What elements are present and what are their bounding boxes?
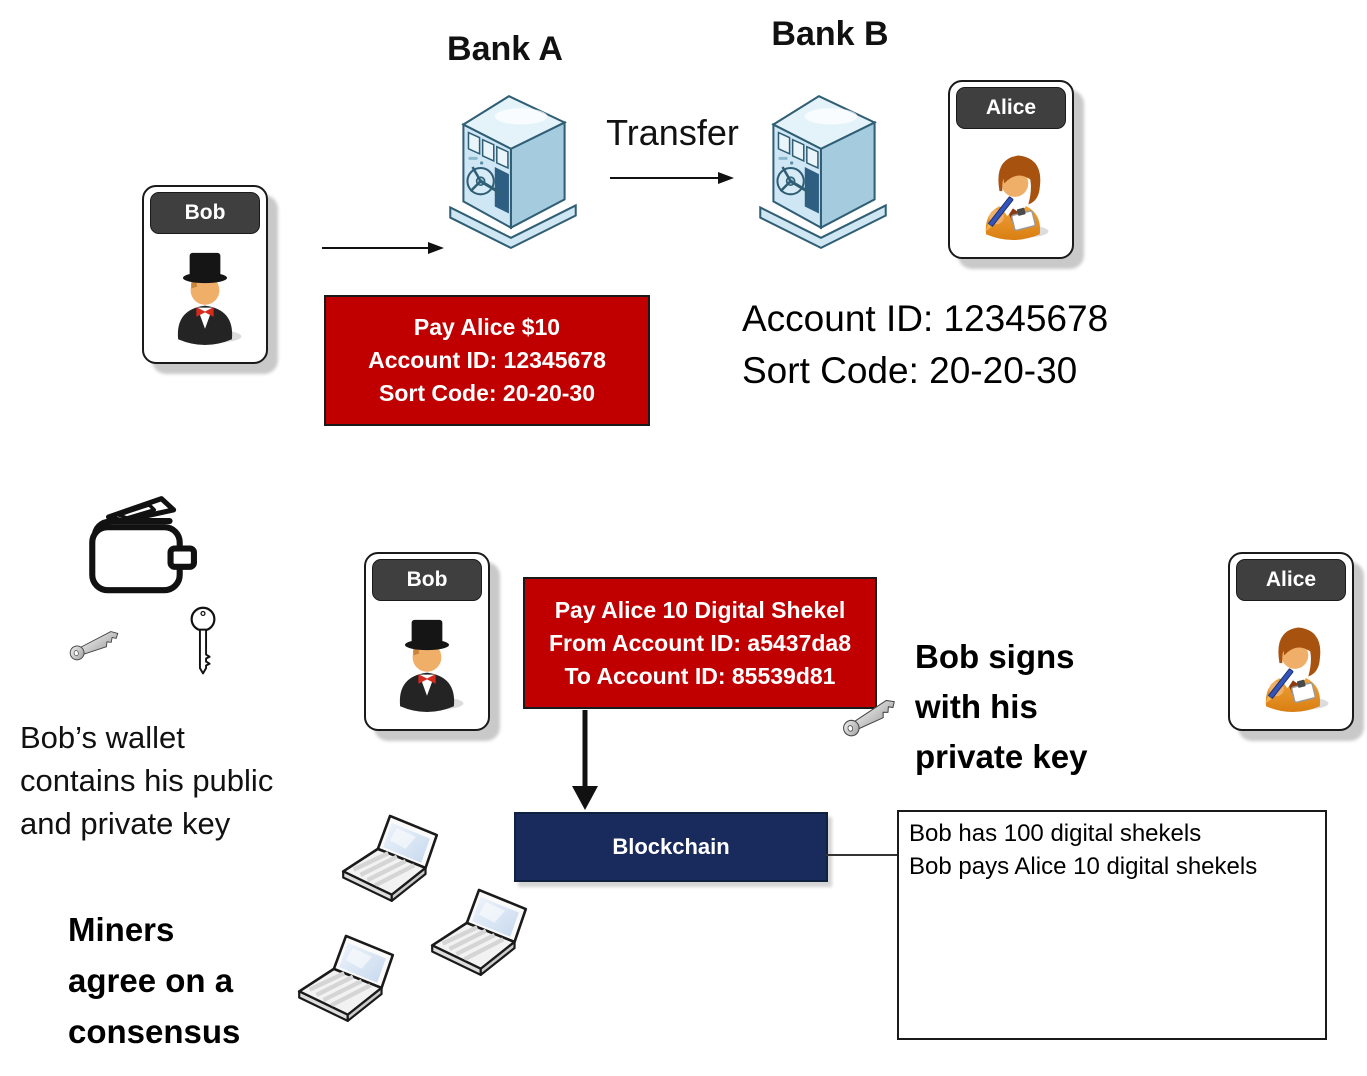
bob-card-bottom: Bob — [364, 552, 490, 731]
payment-line-1: Pay Alice $10 — [413, 314, 561, 340]
public-key-icon — [184, 606, 222, 676]
account-id-text: Account ID: 12345678 — [742, 298, 1109, 339]
bob-card-bottom-header: Bob — [372, 559, 482, 601]
blockchain-box: Blockchain — [514, 812, 828, 882]
alice-card-top-header: Alice — [956, 87, 1066, 129]
sort-code-text: Sort Code: 20-20-30 — [742, 350, 1078, 391]
wallet-caption-line-1: Bob’s wallet — [20, 720, 185, 755]
sign-caption-line-3: private key — [915, 738, 1088, 775]
alice-avatar-icon — [963, 129, 1059, 257]
payment-line-2: Account ID: 12345678 — [368, 347, 606, 373]
private-key-icon — [66, 604, 150, 676]
alice-card-bottom: Alice — [1228, 552, 1354, 731]
transaction-line-1: Pay Alice 10 Digital Shekel — [554, 596, 846, 623]
bob-name-label: Bob — [184, 201, 226, 224]
bank-b-icon — [758, 82, 890, 254]
bob-avatar-icon — [379, 601, 475, 729]
miners-caption-line-3: consensus — [68, 1013, 241, 1050]
ledger-line-2: Bob pays Alice 10 digital shekels — [909, 853, 1258, 880]
bob-card-top: Bob — [142, 185, 268, 364]
bank-b-title: Bank B — [771, 15, 889, 53]
sign-caption-line-1: Bob signs — [915, 638, 1075, 675]
alice-card-top: Alice — [948, 80, 1074, 259]
arrow-transaction-to-blockchain-icon — [572, 710, 598, 810]
arrow-bob-to-bank-a-icon — [322, 242, 444, 254]
sign-caption-line-2: with his — [915, 688, 1038, 725]
blockchain-ledger-connector — [826, 854, 898, 856]
bank-a-icon — [448, 82, 580, 254]
miner-laptop-icon-3 — [294, 928, 398, 1028]
transaction-box: Pay Alice 10 Digital Shekel From Account… — [523, 577, 877, 709]
bob-avatar-icon — [157, 234, 253, 362]
payment-instruction-box: Pay Alice $10 Account ID: 12345678 Sort … — [324, 295, 650, 426]
ledger-box: Bob has 100 digital shekels Bob pays Ali… — [897, 810, 1327, 1040]
signing-key-icon — [838, 652, 924, 738]
miners-caption-line-1: Miners — [68, 911, 175, 948]
bob-card-top-header: Bob — [150, 192, 260, 234]
wallet-caption: Bob’s wallet contains his public and pri… — [20, 716, 273, 845]
payment-line-3: Sort Code: 20-20-30 — [378, 380, 595, 406]
wallet-caption-line-3: and private key — [20, 806, 231, 841]
transaction-line-3: To Account ID: 85539d81 — [564, 662, 836, 689]
bob-name-label: Bob — [406, 568, 448, 591]
transaction-line-2: From Account ID: a5437da8 — [548, 629, 852, 656]
sign-caption: Bob signs with his private key — [915, 632, 1087, 782]
ledger-line-1: Bob has 100 digital shekels — [909, 820, 1202, 847]
miners-caption: Miners agree on a consensus — [68, 904, 240, 1057]
alice-name-label: Alice — [985, 96, 1037, 119]
transfer-arrow-icon — [610, 172, 734, 184]
alice-name-label: Alice — [1265, 568, 1317, 591]
alice-card-bottom-header: Alice — [1236, 559, 1346, 601]
miner-laptop-icon-2 — [427, 882, 531, 982]
miners-caption-line-2: agree on a — [68, 962, 234, 999]
blockchain-label: Blockchain — [612, 834, 730, 859]
bank-a-title: Bank A — [447, 30, 563, 68]
alice-avatar-icon — [1243, 601, 1339, 729]
wallet-icon — [76, 490, 198, 608]
transfer-label: Transfer — [606, 112, 739, 153]
wallet-caption-line-2: contains his public — [20, 763, 274, 798]
